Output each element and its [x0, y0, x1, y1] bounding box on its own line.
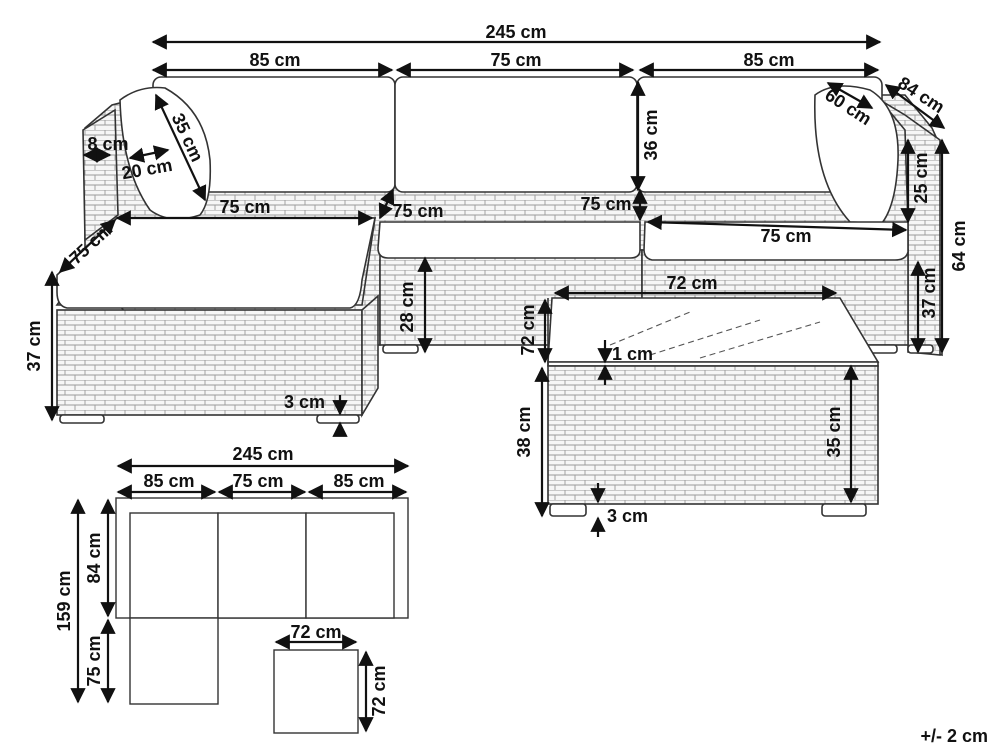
label-plan-table-width: 72 cm — [290, 622, 341, 642]
label-tolerance: +/- 2 cm — [920, 726, 988, 746]
label-plan-sofa-depth: 84 cm — [84, 532, 104, 583]
label-total-height: 64 cm — [949, 220, 969, 271]
label-table-top-depth: 72 cm — [518, 304, 538, 355]
label-plan-right: 85 cm — [333, 471, 384, 491]
ottoman — [55, 217, 379, 424]
label-glass-thickness: 1 cm — [612, 344, 653, 364]
label-plan-total-depth: 159 cm — [54, 570, 74, 631]
label-table-base-height: 35 cm — [824, 406, 844, 457]
dimension-lines — [44, 34, 950, 537]
label-plan-middle: 75 cm — [232, 471, 283, 491]
label-plan-table-depth: 72 cm — [369, 665, 389, 716]
label-overall-width: 245 cm — [485, 22, 546, 42]
label-left-section: 85 cm — [249, 50, 300, 70]
label-plan-overall-width: 245 cm — [232, 444, 293, 464]
label-back-cushion-height: 36 cm — [641, 109, 661, 160]
label-seat-depth: 75 cm — [580, 194, 631, 214]
label-middle-section: 75 cm — [490, 50, 541, 70]
label-armrest-height: 25 cm — [911, 152, 931, 203]
label-plan-ottoman-depth: 75 cm — [84, 635, 104, 686]
label-table-height: 38 cm — [514, 406, 534, 457]
label-table-top-width: 72 cm — [666, 273, 717, 293]
label-middle-seat-width: 75 cm — [392, 201, 443, 221]
label-plan-left: 85 cm — [143, 471, 194, 491]
plan-view — [70, 458, 410, 734]
label-right-seat-width: 75 cm — [760, 226, 811, 246]
label-seat-base-height: 28 cm — [397, 281, 417, 332]
label-ottoman-foot: 3 cm — [284, 392, 325, 412]
label-table-foot: 3 cm — [607, 506, 648, 526]
label-right-base-height: 37 cm — [919, 267, 939, 318]
label-left-seat-width: 75 cm — [219, 197, 270, 217]
coffee-table — [547, 297, 880, 517]
label-ottoman-height: 37 cm — [24, 320, 44, 371]
label-armrest-width: 8 cm — [87, 134, 128, 154]
label-right-section: 85 cm — [743, 50, 794, 70]
